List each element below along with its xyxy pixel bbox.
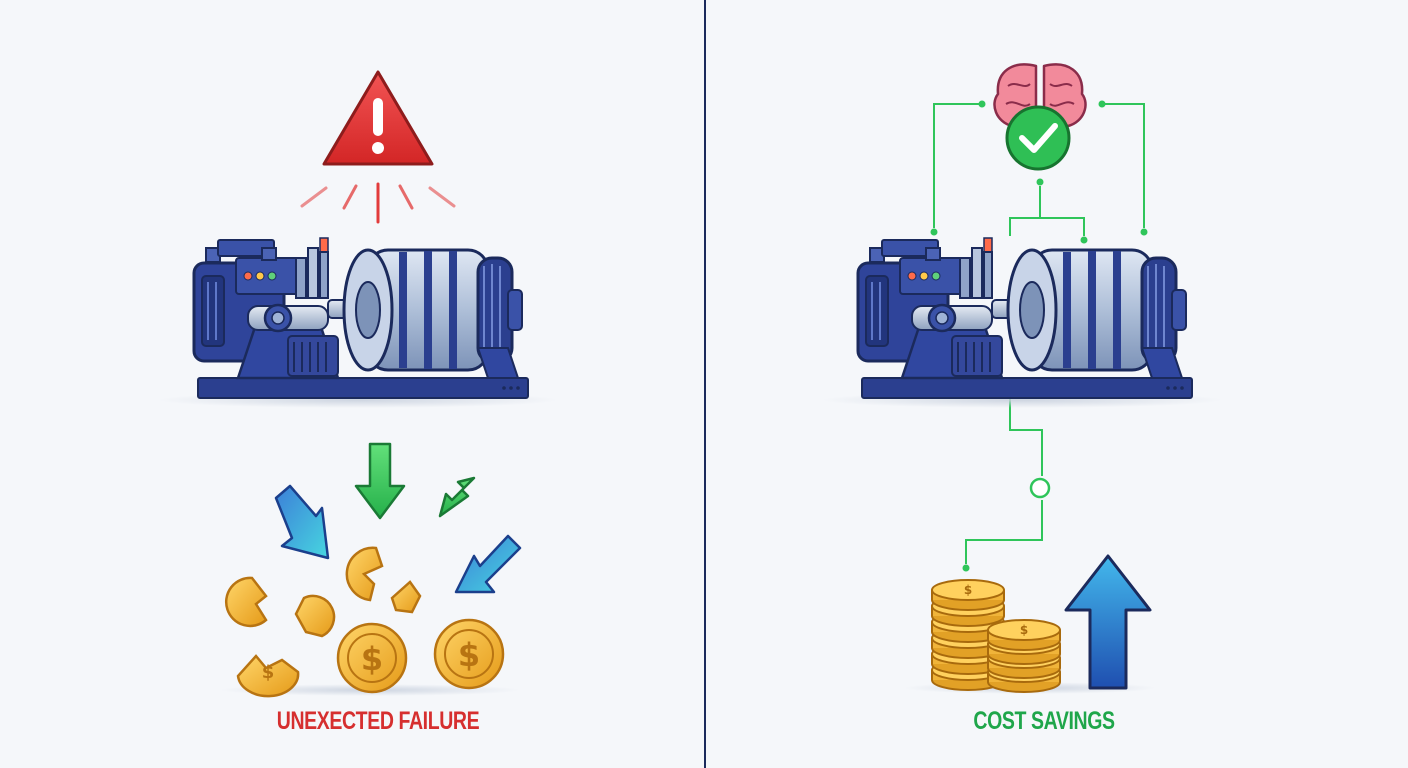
coin-stack-icon: $	[987, 619, 1061, 693]
signal-lines	[933, 103, 1145, 564]
warning-triangle-icon	[322, 70, 434, 166]
broken-coin-icon	[390, 580, 422, 614]
svg-text:$: $	[964, 583, 972, 597]
failure-caption: UNEXECTED FAILURE	[276, 707, 480, 735]
svg-text:$: $	[1020, 623, 1028, 637]
machine-icon	[822, 238, 1222, 408]
savings-caption: COST SAVINGS	[973, 707, 1115, 735]
coin-stack-icon: $	[931, 579, 1005, 691]
broken-coin-icon	[224, 576, 268, 628]
broken-coin-icon	[345, 546, 384, 602]
arrow-up-icon	[1064, 554, 1152, 690]
broken-coin-icon	[294, 594, 336, 638]
arrow-diagonal-cyan-right-icon	[454, 534, 522, 594]
arrow-diagonal-cyan-left-icon	[274, 484, 330, 560]
alert-rays	[300, 182, 456, 224]
arrow-diagonal-green-icon	[438, 476, 476, 518]
broken-coin-icon: $	[236, 654, 300, 698]
machine-icon	[158, 238, 558, 408]
check-circle-icon	[1005, 105, 1071, 171]
arrow-down-icon	[354, 442, 406, 520]
svg-text:$: $	[262, 662, 275, 683]
signal-nodes	[930, 100, 1148, 572]
dollar-coin-icon	[336, 622, 408, 694]
dollar-coin-icon	[433, 618, 505, 690]
signal-ring-icon	[1029, 477, 1051, 499]
